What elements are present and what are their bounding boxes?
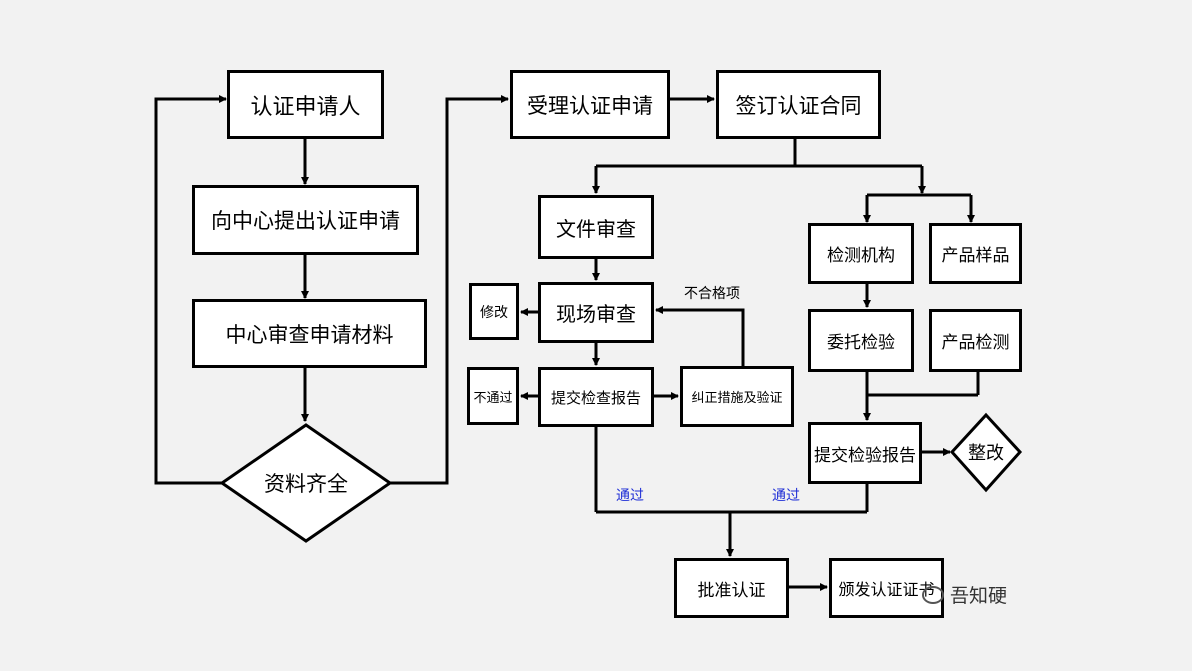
node-testing-agency: 检测机构 [808, 223, 914, 284]
node-rectify-label: 整改 [968, 443, 1004, 464]
node-submit-test-report: 提交检验报告 [808, 422, 922, 484]
watermark: 吾知硬 [922, 581, 1007, 608]
node-commissioned-test: 委托检验 [808, 309, 914, 372]
edge-corrective-back-to-onsite [655, 306, 745, 366]
edge-decision-back-to-applicant [154, 95, 227, 485]
edge-label-nonconformity: 不合格项 [684, 286, 740, 302]
node-corrective-verification: 纠正措施及验证 [680, 366, 794, 427]
node-materials-complete-label: 资料齐全 [264, 472, 348, 496]
node-submit-inspection-report: 提交检查报告 [538, 367, 654, 427]
decision-diamond-rectify [949, 412, 1023, 493]
wechat-icon [922, 585, 944, 604]
node-modify: 修改 [469, 283, 519, 340]
node-document-review: 文件审查 [538, 195, 654, 259]
node-sign-contract: 签订认证合同 [716, 70, 881, 139]
node-submit-application: 向中心提出认证申请 [192, 185, 419, 255]
edge-label-pass-left: 通过 [616, 488, 644, 504]
watermark-text: 吾知硬 [950, 585, 1008, 607]
node-product-test: 产品检测 [929, 309, 1022, 372]
edge-label-pass-right: 通过 [772, 488, 800, 504]
node-fail: 不通过 [467, 367, 519, 425]
decision-diamond-materials-complete [219, 423, 393, 543]
node-applicant: 认证申请人 [227, 70, 384, 139]
node-accept-application: 受理认证申请 [510, 70, 670, 139]
node-product-sample: 产品样品 [929, 223, 1022, 284]
edge-decision-to-accept [390, 95, 509, 485]
node-onsite-review: 现场审查 [538, 282, 654, 343]
node-approve-certification: 批准认证 [674, 558, 789, 618]
node-review-materials: 中心审查申请材料 [192, 299, 427, 368]
